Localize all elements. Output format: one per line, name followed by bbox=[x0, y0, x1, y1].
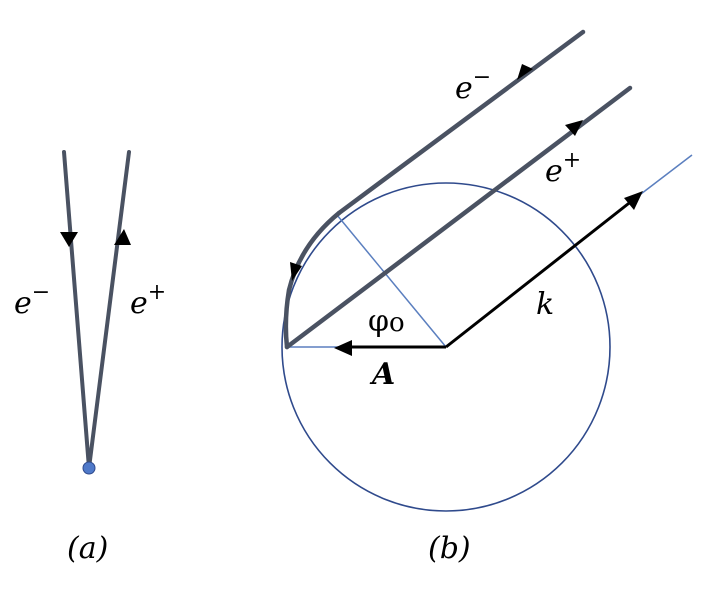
panel-a-caption: (a) bbox=[67, 531, 108, 566]
panel-b-chord bbox=[336, 214, 447, 348]
panel-b-positron-label: e+ bbox=[545, 148, 581, 189]
panel-a-electron-arrow-icon bbox=[60, 232, 78, 247]
panel-a: e− e+ (a) bbox=[14, 150, 166, 566]
panel-a-electron-track bbox=[62, 150, 91, 470]
panel-a-electron-label: e− bbox=[14, 280, 50, 321]
panel-b-k-arrow-icon bbox=[624, 191, 643, 210]
panel-b-phi-label: φo bbox=[368, 304, 405, 339]
panel-a-positron-label: e+ bbox=[130, 280, 166, 321]
panel-b: e− e+ k φo A (b) bbox=[281, 29, 693, 566]
panel-b-electron-arrow-icon bbox=[517, 64, 533, 80]
panel-b-electron-track bbox=[336, 29, 586, 216]
panel-b-A-arrow-icon bbox=[334, 340, 352, 356]
panel-b-k-label: k bbox=[536, 287, 554, 322]
panel-b-k-vector bbox=[445, 198, 634, 349]
panel-b-A-label: A bbox=[369, 357, 395, 392]
panel-b-electron-label: e− bbox=[455, 65, 491, 106]
panel-b-arc-arrow-icon bbox=[290, 262, 302, 281]
panel-b-caption: (b) bbox=[428, 531, 471, 566]
panel-b-electron-arc bbox=[283, 210, 342, 350]
panel-a-positron-track bbox=[87, 150, 131, 470]
panel-b-circle bbox=[281, 182, 611, 512]
panel-b-positron-arrow-icon bbox=[565, 120, 583, 136]
panel-a-vertex-dot bbox=[82, 461, 96, 475]
panel-a-positron-arrow-icon bbox=[114, 229, 131, 245]
panel-b-k-extension bbox=[636, 154, 693, 198]
